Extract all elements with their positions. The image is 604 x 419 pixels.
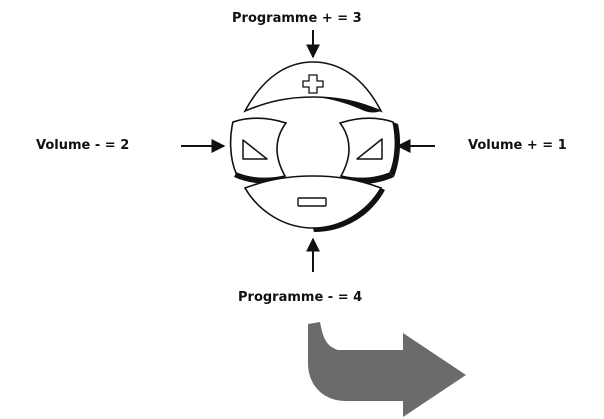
triangle-right-icon — [356, 138, 383, 160]
volume-minus-label: Volume - = 2 — [36, 138, 130, 153]
volume-minus-button[interactable] — [229, 117, 288, 184]
programme-minus-button[interactable] — [243, 175, 385, 232]
programme-minus-label: Programme - = 4 — [238, 290, 363, 305]
bent-arrow-right-icon — [308, 322, 466, 417]
volume-plus-label: Volume + = 1 — [468, 138, 567, 153]
plus-icon — [302, 74, 324, 94]
programme-plus-button[interactable] — [243, 61, 383, 113]
volume-plus-button[interactable] — [338, 117, 401, 185]
triangle-left-icon — [242, 139, 268, 160]
programme-plus-label: Programme + = 3 — [232, 11, 362, 26]
minus-icon — [297, 197, 327, 207]
